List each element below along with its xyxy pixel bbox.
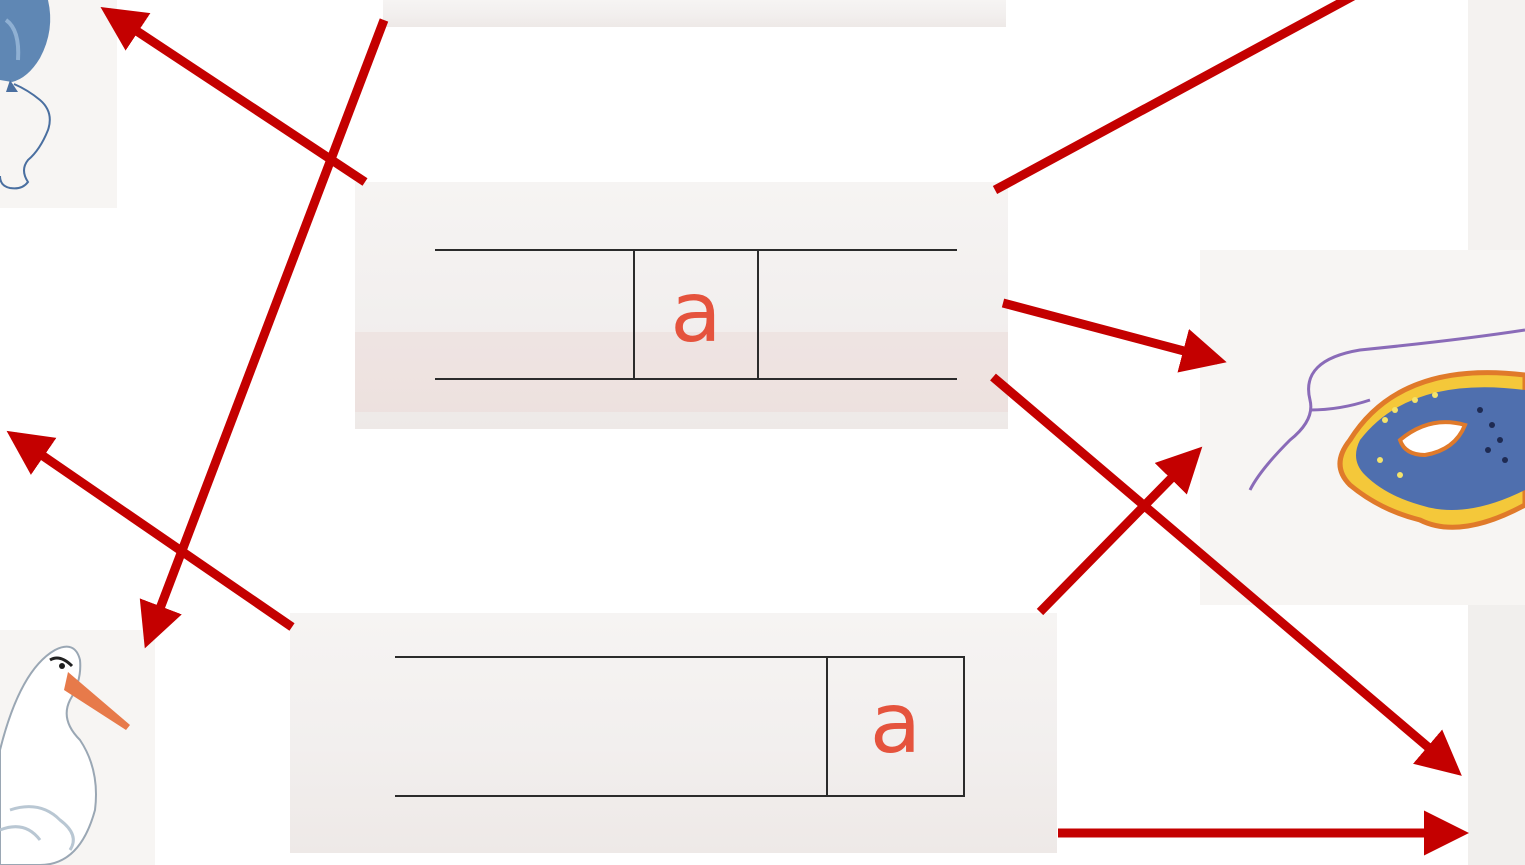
arrow-middle-to-mask <box>1001 298 1227 373</box>
right-edge-fragment <box>1468 0 1525 250</box>
balloon-picture[interactable] <box>0 0 117 208</box>
scheme-divider <box>826 656 828 797</box>
stork-icon <box>0 645 130 865</box>
top-scheme-fragment <box>383 0 1006 27</box>
mask-picture[interactable] <box>1200 250 1525 605</box>
scheme-bottom-line <box>435 378 957 380</box>
scheme-divider-left <box>633 249 635 380</box>
arrow-bottom-to-mask <box>1036 446 1203 616</box>
arrow-middle-to-bottom-right <box>990 373 1462 776</box>
vowel-letter-a: а <box>670 263 722 361</box>
mask-icon <box>1248 328 1525 530</box>
right-edge-fragment-bottom <box>1468 590 1525 865</box>
scheme-vowel-end[interactable]: а <box>290 613 1057 853</box>
line-middle-to-top-right <box>992 0 1356 194</box>
scheme-right-edge <box>963 656 965 797</box>
arrow-middle-to-balloon <box>100 7 368 186</box>
stork-picture[interactable] <box>0 630 155 865</box>
scheme-bottom-line <box>395 795 965 797</box>
scheme-divider-right <box>757 249 759 380</box>
scheme-top-line <box>395 656 965 658</box>
balloon-icon <box>0 0 51 190</box>
vowel-letter-a: а <box>869 674 922 772</box>
scheme-vowel-middle[interactable]: а <box>355 182 1008 429</box>
scheme-top-line <box>435 249 957 251</box>
arrow-top-to-stork <box>139 18 389 649</box>
arrow-bottom-to-left <box>6 430 295 631</box>
